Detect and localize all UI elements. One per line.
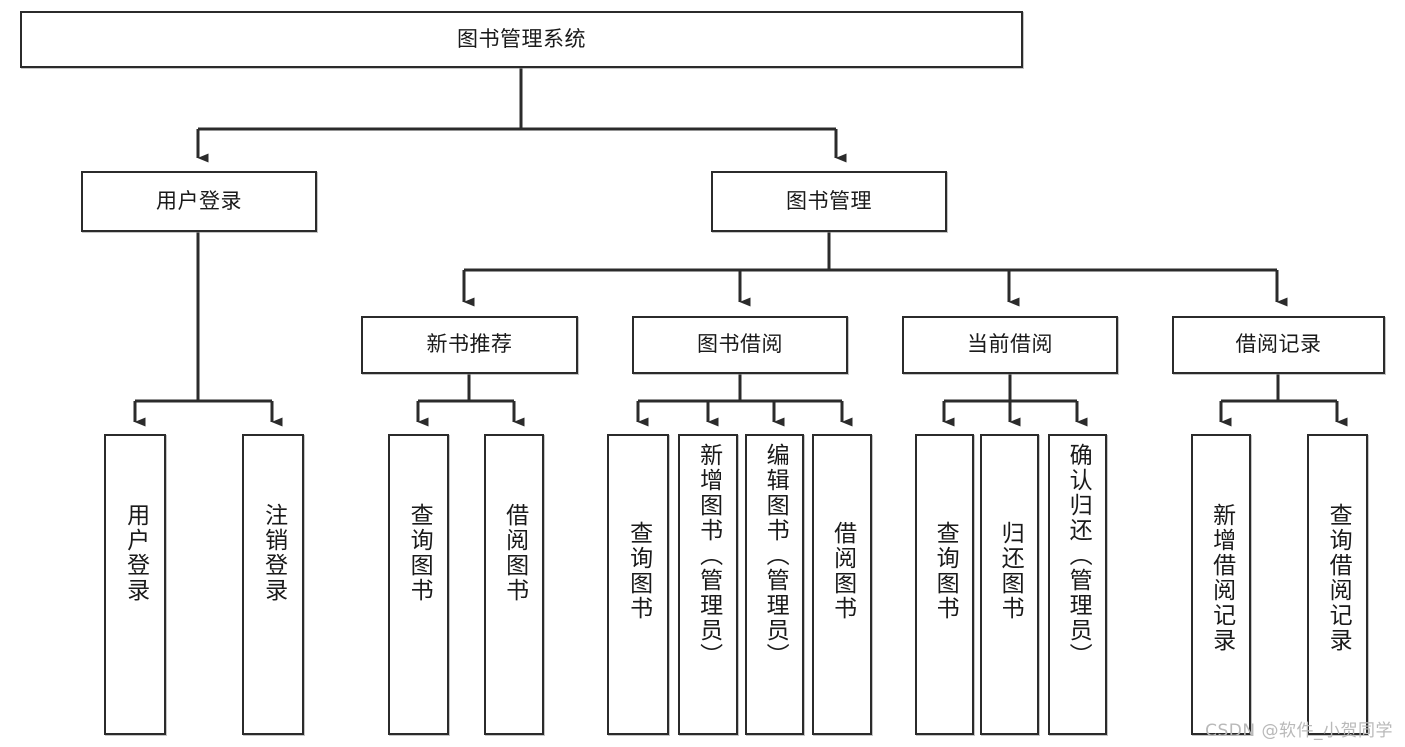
node-leaf-return-book[interactable]: 归还图书	[980, 434, 1039, 735]
node-leaf-query-book-1-label: 查询图书	[406, 503, 433, 603]
node-leaf-add-book-label: 新增图书（管理员）	[695, 443, 722, 668]
node-book-management-label: 图书管理	[786, 188, 872, 213]
node-leaf-logout-login[interactable]: 注销登录	[242, 434, 304, 735]
node-leaf-add-borrow-record[interactable]: 新增借阅记录	[1191, 434, 1251, 735]
node-book-management[interactable]: 图书管理	[711, 171, 947, 232]
node-user-login[interactable]: 用户登录	[81, 171, 317, 232]
node-current-borrow[interactable]: 当前借阅	[902, 316, 1118, 374]
node-leaf-confirm-return[interactable]: 确认归还（管理员）	[1048, 434, 1107, 735]
node-leaf-add-borrow-record-label: 新增借阅记录	[1208, 503, 1235, 653]
node-leaf-query-book-3[interactable]: 查询图书	[915, 434, 974, 735]
node-book-borrow-label: 图书借阅	[697, 332, 783, 357]
node-current-borrow-label: 当前借阅	[967, 332, 1053, 357]
node-leaf-logout-login-label: 注销登录	[260, 503, 287, 603]
node-borrow-record-label: 借阅记录	[1235, 332, 1322, 357]
node-leaf-borrow-book-2[interactable]: 借阅图书	[812, 434, 872, 735]
node-leaf-borrow-book-1[interactable]: 借阅图书	[484, 434, 544, 735]
node-new-book-recommend[interactable]: 新书推荐	[361, 316, 578, 374]
node-leaf-query-book-1[interactable]: 查询图书	[388, 434, 449, 735]
watermark: CSDN @软件_小贺同学	[1205, 721, 1393, 741]
node-user-login-label: 用户登录	[156, 188, 242, 213]
node-leaf-query-book-2-label: 查询图书	[625, 521, 652, 621]
node-new-book-recommend-label: 新书推荐	[426, 332, 513, 357]
node-leaf-query-book-3-label: 查询图书	[932, 521, 959, 621]
node-root[interactable]: 图书管理系统	[20, 11, 1023, 68]
node-leaf-edit-book[interactable]: 编辑图书（管理员）	[745, 434, 804, 735]
node-leaf-user-login[interactable]: 用户登录	[104, 434, 166, 735]
node-leaf-borrow-book-2-label: 借阅图书	[829, 521, 856, 621]
node-leaf-user-login-label: 用户登录	[122, 503, 149, 603]
node-leaf-query-borrow-record[interactable]: 查询借阅记录	[1307, 434, 1368, 735]
node-leaf-borrow-book-1-label: 借阅图书	[501, 503, 528, 603]
node-root-label: 图书管理系统	[457, 26, 586, 51]
node-leaf-confirm-return-label: 确认归还（管理员）	[1065, 443, 1092, 668]
node-leaf-edit-book-label: 编辑图书（管理员）	[762, 443, 789, 668]
node-leaf-query-borrow-record-label: 查询借阅记录	[1325, 503, 1352, 653]
node-leaf-add-book[interactable]: 新增图书（管理员）	[678, 434, 738, 735]
node-leaf-query-book-2[interactable]: 查询图书	[607, 434, 669, 735]
node-leaf-return-book-label: 归还图书	[997, 521, 1024, 621]
node-borrow-record[interactable]: 借阅记录	[1172, 316, 1385, 374]
node-book-borrow[interactable]: 图书借阅	[632, 316, 848, 374]
